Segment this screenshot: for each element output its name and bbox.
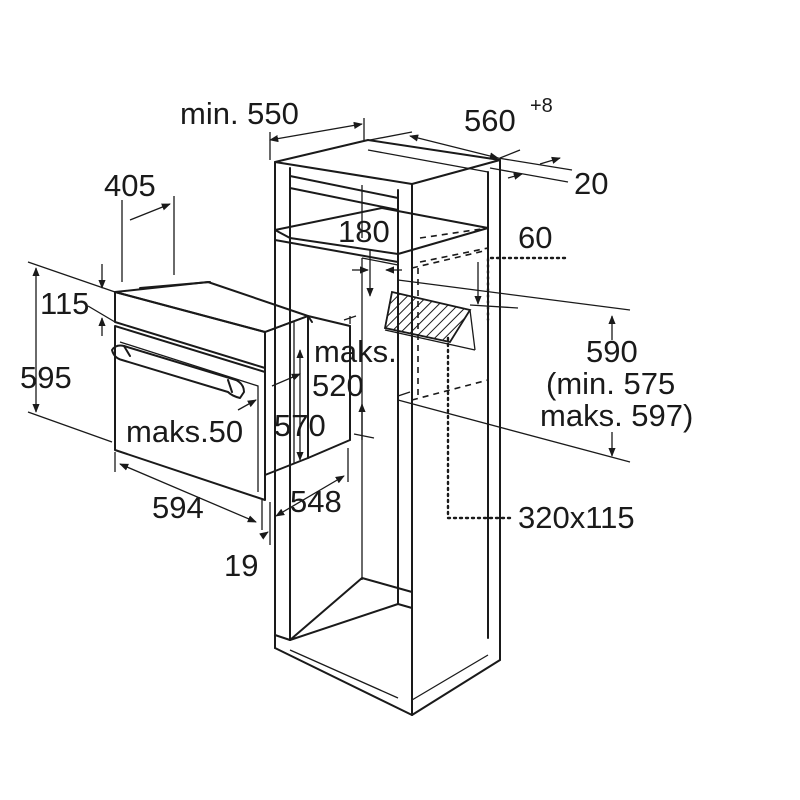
label-niche-height-min: (min. 575 bbox=[546, 366, 675, 401]
label-side-gap: 20 bbox=[574, 166, 608, 201]
cabinet-bottom-front bbox=[274, 647, 413, 716]
handle-mount-left bbox=[123, 345, 131, 357]
cabinet-bottom-side bbox=[411, 659, 501, 716]
label-rear-gap: 60 bbox=[518, 220, 552, 255]
oven-body-bottom bbox=[307, 439, 351, 459]
top-compartment-front bbox=[289, 175, 399, 211]
cabinet-bottom-front-upper bbox=[274, 634, 291, 641]
cabinet-plinth-line bbox=[289, 649, 399, 699]
label-top-shelf-gap: 180 bbox=[338, 214, 390, 249]
oven-body-side bbox=[264, 315, 309, 476]
oven-top-rear-edge bbox=[139, 281, 211, 289]
dimension-labels: min. 550 560 +8 20 180 60 590 (min. 575 … bbox=[20, 95, 693, 583]
oven-top bbox=[114, 281, 309, 333]
vent-depth-line bbox=[384, 291, 393, 329]
label-niche-height: 590 bbox=[586, 334, 638, 369]
oven-rear-tab bbox=[307, 315, 313, 323]
cabinet-bottom-side-upper bbox=[411, 654, 489, 701]
label-oven-width: 594 bbox=[152, 490, 204, 525]
control-panel bbox=[114, 291, 266, 369]
niche-rear-top bbox=[361, 257, 399, 266]
top-compartment-back bbox=[367, 149, 489, 173]
niche-hidden-top bbox=[411, 249, 489, 269]
vent-bottom-line bbox=[384, 329, 476, 351]
label-cabinet-depth: min. 550 bbox=[180, 96, 299, 131]
shelf-front-lower bbox=[274, 239, 399, 263]
tall-cabinet bbox=[274, 139, 501, 716]
label-max: maks. bbox=[314, 334, 397, 369]
door-window bbox=[119, 341, 259, 492]
oven-door bbox=[114, 325, 266, 501]
shelf-hidden-right bbox=[419, 227, 489, 239]
shelf-hidden-right-2 bbox=[419, 247, 489, 263]
dimension-lines bbox=[27, 118, 631, 545]
label-max-520: 520 bbox=[312, 368, 364, 403]
oven-body-back bbox=[307, 315, 351, 327]
label-vent-opening: 320x115 bbox=[518, 500, 635, 535]
label-oven-depth-top: 405 bbox=[104, 168, 156, 203]
label-body-height: 570 bbox=[274, 408, 326, 443]
door-handle bbox=[111, 344, 245, 399]
vent-right-line bbox=[469, 309, 476, 351]
label-panel-height: 115 bbox=[40, 286, 89, 321]
niche-base bbox=[289, 577, 413, 641]
label-oven-height: 595 bbox=[20, 360, 72, 395]
label-max-gap-50: maks.50 bbox=[126, 414, 243, 449]
handle-mount-right bbox=[227, 379, 233, 393]
label-front-thickness: 19 bbox=[224, 548, 258, 583]
label-niche-height-max: maks. 597) bbox=[540, 398, 693, 433]
label-niche-width: 560 bbox=[464, 103, 516, 138]
shelf bbox=[274, 207, 489, 255]
label-niche-width-tolerance: +8 bbox=[530, 95, 553, 117]
oven bbox=[111, 281, 351, 501]
label-oven-body-depth: 548 bbox=[290, 484, 342, 519]
niche-hidden-bottom bbox=[411, 379, 489, 401]
cabinet-top bbox=[274, 139, 501, 185]
